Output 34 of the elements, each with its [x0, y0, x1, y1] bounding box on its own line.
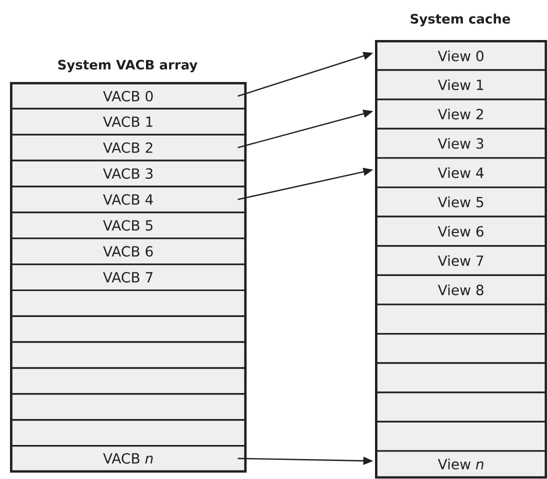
array-box [375, 40, 548, 479]
array-row: View 2 [376, 98, 546, 130]
empty-row [10, 289, 246, 317]
array-row: VACB 1 [10, 108, 246, 136]
array-row: View 7 [376, 245, 546, 276]
empty-row [10, 393, 246, 421]
array-title: System VACB array [58, 60, 198, 72]
array-row: View 0 [376, 40, 546, 71]
array-row: VACB 4 [10, 186, 246, 214]
empty-row [376, 392, 546, 422]
empty-row [376, 362, 546, 394]
array-row: VACB 2 [10, 134, 246, 162]
array-row: View 4 [376, 157, 546, 188]
empty-row [10, 367, 246, 395]
array-row: VACB 7 [10, 264, 246, 292]
array-row: VACB n [10, 445, 246, 472]
array-row: VACB 0 [10, 82, 246, 110]
empty-row [376, 304, 546, 335]
array-box [10, 82, 247, 473]
empty-row [10, 419, 246, 447]
array-row: View 1 [376, 69, 546, 100]
array-row: View 5 [376, 186, 546, 218]
empty-row [376, 420, 546, 452]
array-row: View 8 [376, 274, 546, 306]
array-row: View 3 [376, 128, 546, 159]
empty-row [10, 315, 246, 343]
array-row: View 6 [376, 216, 546, 247]
empty-row [376, 333, 546, 364]
empty-row [10, 341, 246, 369]
array-row: View n [376, 450, 546, 478]
array-title: System cache [410, 14, 510, 26]
array-row: VACB 6 [10, 238, 246, 266]
array-row: VACB 3 [10, 160, 246, 188]
array-row: VACB 5 [10, 212, 246, 240]
